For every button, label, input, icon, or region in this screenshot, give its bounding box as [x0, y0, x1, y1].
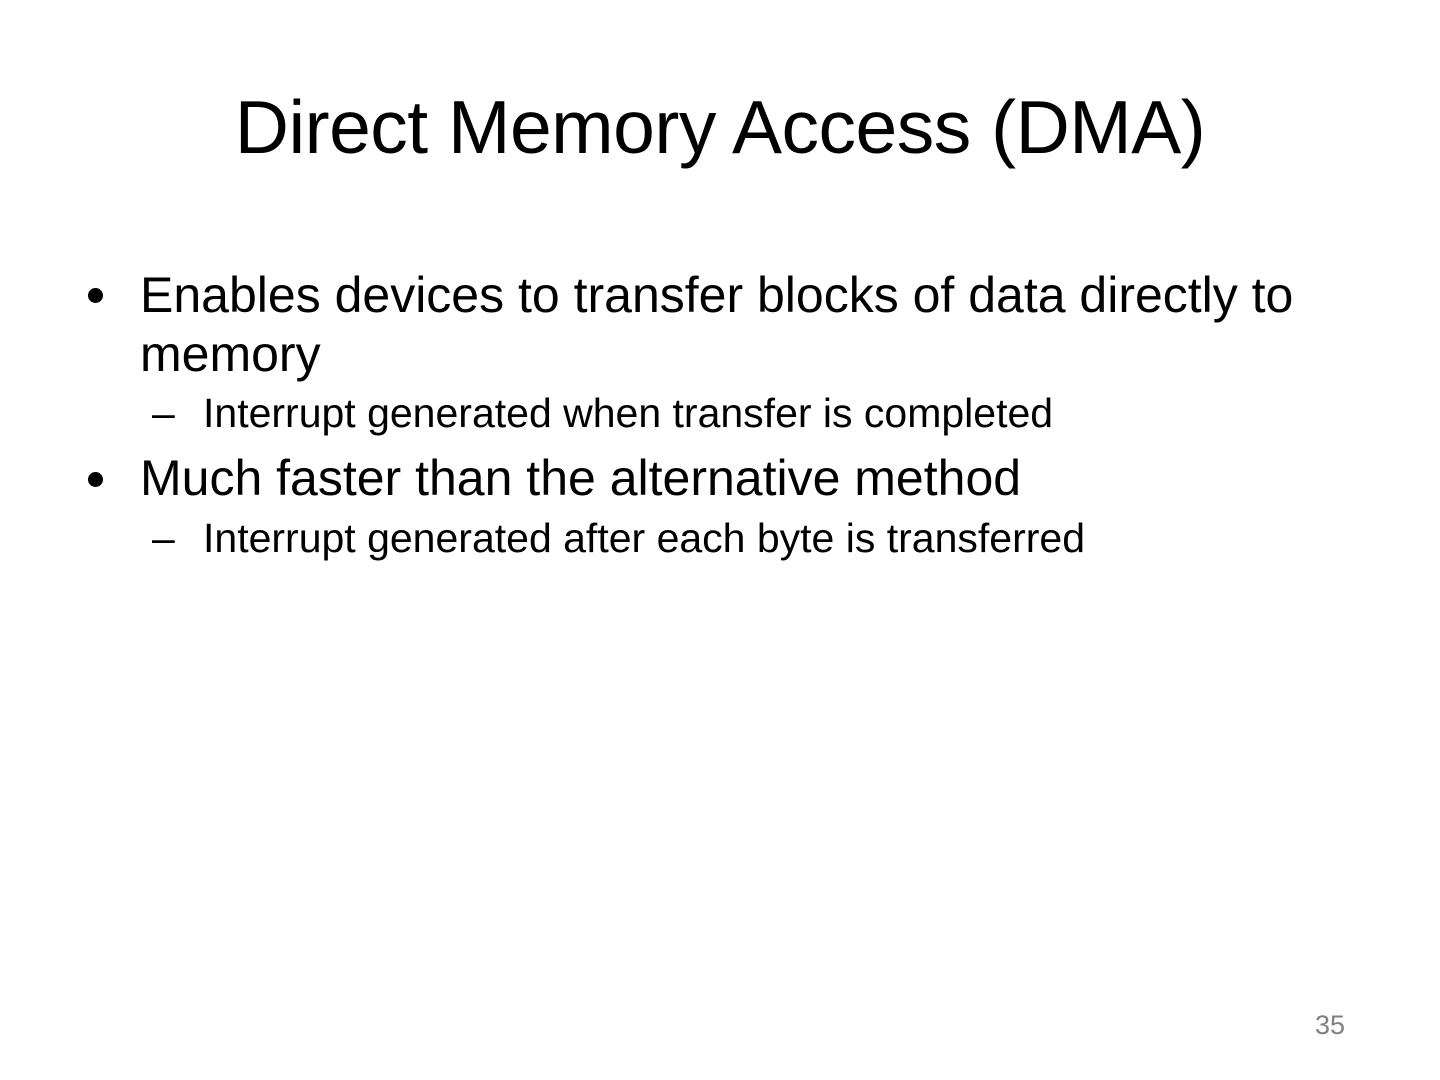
- slide-title: Direct Memory Access (DMA): [234, 85, 1206, 169]
- bullet-text: Much faster than the alternative method: [140, 450, 1022, 507]
- bullet-item-level2: – Interrupt generated when transfer is c…: [0, 389, 1440, 437]
- bullet-text: Interrupt generated after each byte is t…: [203, 514, 1086, 561]
- page-number: 35: [1314, 1010, 1346, 1040]
- bullet-item-level2: – Interrupt generated after each byte is…: [0, 514, 1440, 562]
- bullet-item-level1: Enables devices to transfer blocks of da…: [0, 266, 1440, 383]
- bullet-dot-icon: [88, 266, 128, 325]
- bullet-dot-icon: [88, 449, 128, 508]
- bullet-text: Interrupt generated when transfer is com…: [203, 390, 1054, 436]
- bullet-text: Enables devices to transfer blocks of da…: [140, 267, 1294, 382]
- slide-body: Enables devices to transfer blocks of da…: [0, 266, 1440, 562]
- bullet-dash-icon: –: [152, 514, 175, 561]
- bullet-dash-icon: –: [152, 390, 175, 436]
- bullet-item-level1: Much faster than the alternative method: [0, 449, 1440, 508]
